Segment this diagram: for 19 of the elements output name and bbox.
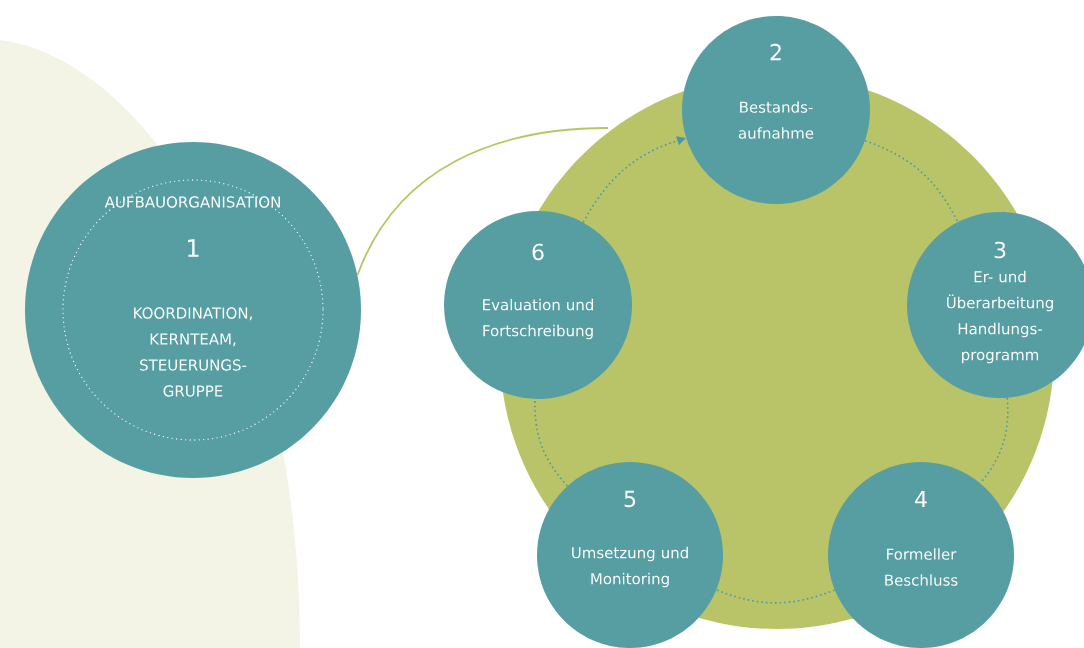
step-label: KOORDINATION, KERNTEAM, STEUERUNGS- GRUPPE [134,307,252,397]
step-circle [537,462,723,648]
step-label: Er- und Überarbeitung Handlungs- programm [947,270,1053,364]
step-number: 5 [624,490,636,508]
step-label: Bestands- aufnahme [738,101,814,139]
step-number: 6 [532,243,544,261]
step-label: Umsetzung und Monitoring [572,546,688,588]
step-circle [25,142,361,478]
arrow [582,136,686,224]
step-circle [828,462,1014,648]
step-label: Evaluation und Fortschreibung [483,298,593,340]
step-number: 3 [994,241,1006,259]
step-label: Formeller Beschluss [885,548,958,586]
step-number: 4 [915,491,927,508]
step-number: 2 [770,43,781,61]
step-circle [444,211,632,399]
step-circle [682,16,870,204]
circle-title: AUFBAUORGANISATION [104,196,280,208]
step-number: 1 [188,239,199,257]
